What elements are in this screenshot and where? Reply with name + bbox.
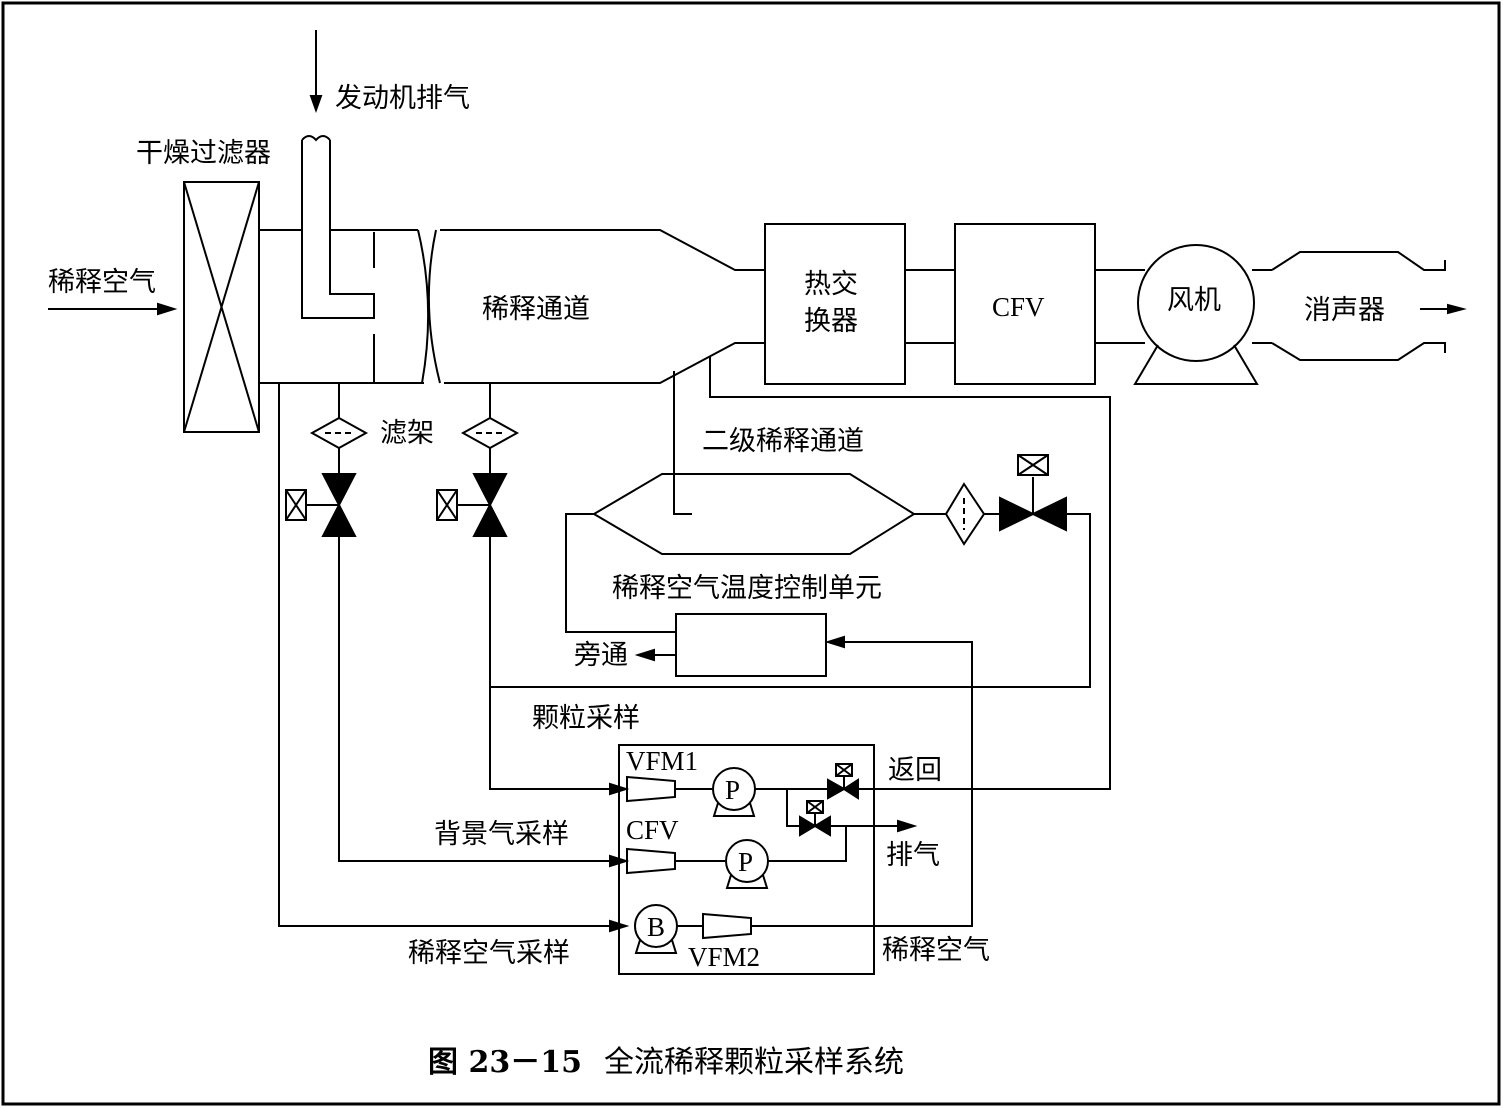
dry-filter <box>183 181 260 433</box>
sampling-module <box>618 744 875 975</box>
heat-exchanger-label-1: 热交 <box>804 269 858 300</box>
main-cfv <box>954 223 1145 385</box>
vfm2-row <box>634 904 874 954</box>
dilution-tunnel-label: 稀释通道 <box>482 294 590 325</box>
dilution-air-right-label: 稀释空气 <box>882 935 990 966</box>
secondary-probe-line <box>673 371 692 515</box>
cfv-sample-row <box>626 789 918 889</box>
temp-control-unit <box>634 613 973 927</box>
dry-filter-label: 干燥过滤器 <box>136 138 271 169</box>
heat-exchanger-label-2: 换器 <box>804 306 858 337</box>
engine-exhaust-label: 发动机排气 <box>335 83 470 114</box>
dilution-tunnel <box>259 229 765 384</box>
figure-number: 图 23－15 <box>428 1045 582 1080</box>
background-sampling-label: 背景气采样 <box>434 819 569 850</box>
muffler <box>1271 251 1467 361</box>
sample-cfv-label: CFV <box>626 815 679 845</box>
fan-label: 风机 <box>1167 285 1221 316</box>
main-cfv-label: CFV <box>992 292 1045 322</box>
heat-exchanger <box>764 223 955 385</box>
particle-sampling-label: 颗粒采样 <box>532 703 640 734</box>
vfm1-row <box>626 763 859 817</box>
temp-control-unit-label: 稀释空气温度控制单元 <box>612 573 882 604</box>
return-label: 返回 <box>888 755 942 786</box>
vfm1-label: VFM1 <box>626 746 698 776</box>
particle-sample-branch <box>436 383 630 796</box>
exhaust-out-label: 排气 <box>886 840 940 871</box>
filter-holder-label: 滤架 <box>380 418 434 449</box>
return-loop-line <box>709 357 1111 790</box>
fan <box>1133 244 1272 385</box>
pump-p2-label: P <box>738 847 753 877</box>
vfm2-label: VFM2 <box>688 942 760 972</box>
engine-exhaust-inlet <box>301 30 375 319</box>
figure-title: 全流稀释颗粒采样系统 <box>604 1045 904 1080</box>
dilution-air-sampling-label: 稀释空气采样 <box>408 938 570 969</box>
secondary-tunnel-label: 二级稀释通道 <box>702 426 864 457</box>
bypass-label: 旁通 <box>574 640 628 671</box>
muffler-label: 消声器 <box>1304 295 1385 326</box>
background-sample-branch <box>285 383 630 868</box>
pump-b-label: B <box>647 912 665 942</box>
pump-p1-label: P <box>725 775 740 805</box>
dilution-air-inlet-arrow <box>48 302 178 316</box>
secondary-dilution-tunnel <box>490 454 1091 688</box>
dilution-air-inlet-label: 稀释空气 <box>48 267 156 298</box>
